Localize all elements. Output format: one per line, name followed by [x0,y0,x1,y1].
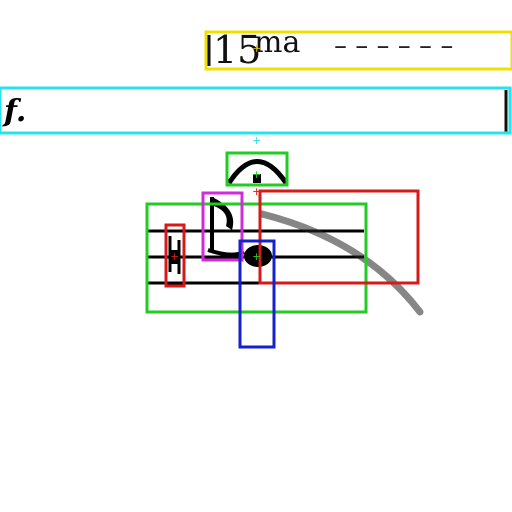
annotation-overlays [0,30,512,349]
red-slur-box [258,189,420,285]
red-marker-icon: + [170,250,179,263]
accidental-body [170,250,179,264]
red-marker-icon: + [252,185,261,198]
green-fermata-box [225,151,289,187]
green-staff-box [145,202,368,314]
cyan-marker-icon: + [252,134,261,147]
blue-notehead-box [238,239,276,349]
flag-shape [214,198,234,230]
green-marker-icon: + [252,250,261,263]
yellow-marker-icon: + [252,42,261,55]
notehead [244,245,272,267]
dynamic-marking: f. [2,90,508,132]
annotation-markers: + + + + + + [170,42,261,263]
accidental [168,236,181,274]
slur [258,210,424,316]
ottava-dashes: – – – – – – [334,31,453,61]
fermata-dot [253,174,261,183]
red-accidental-box [164,223,186,288]
dynamic-text: f. [2,94,26,129]
yellow-annotation-box [204,30,512,71]
fermata-arc [226,159,289,185]
magenta-flag-box [201,191,244,262]
fermata [226,159,289,185]
ottava-number: 15 [213,28,261,72]
green-marker-icon: + [252,168,261,181]
cyan-annotation-box [0,86,512,135]
